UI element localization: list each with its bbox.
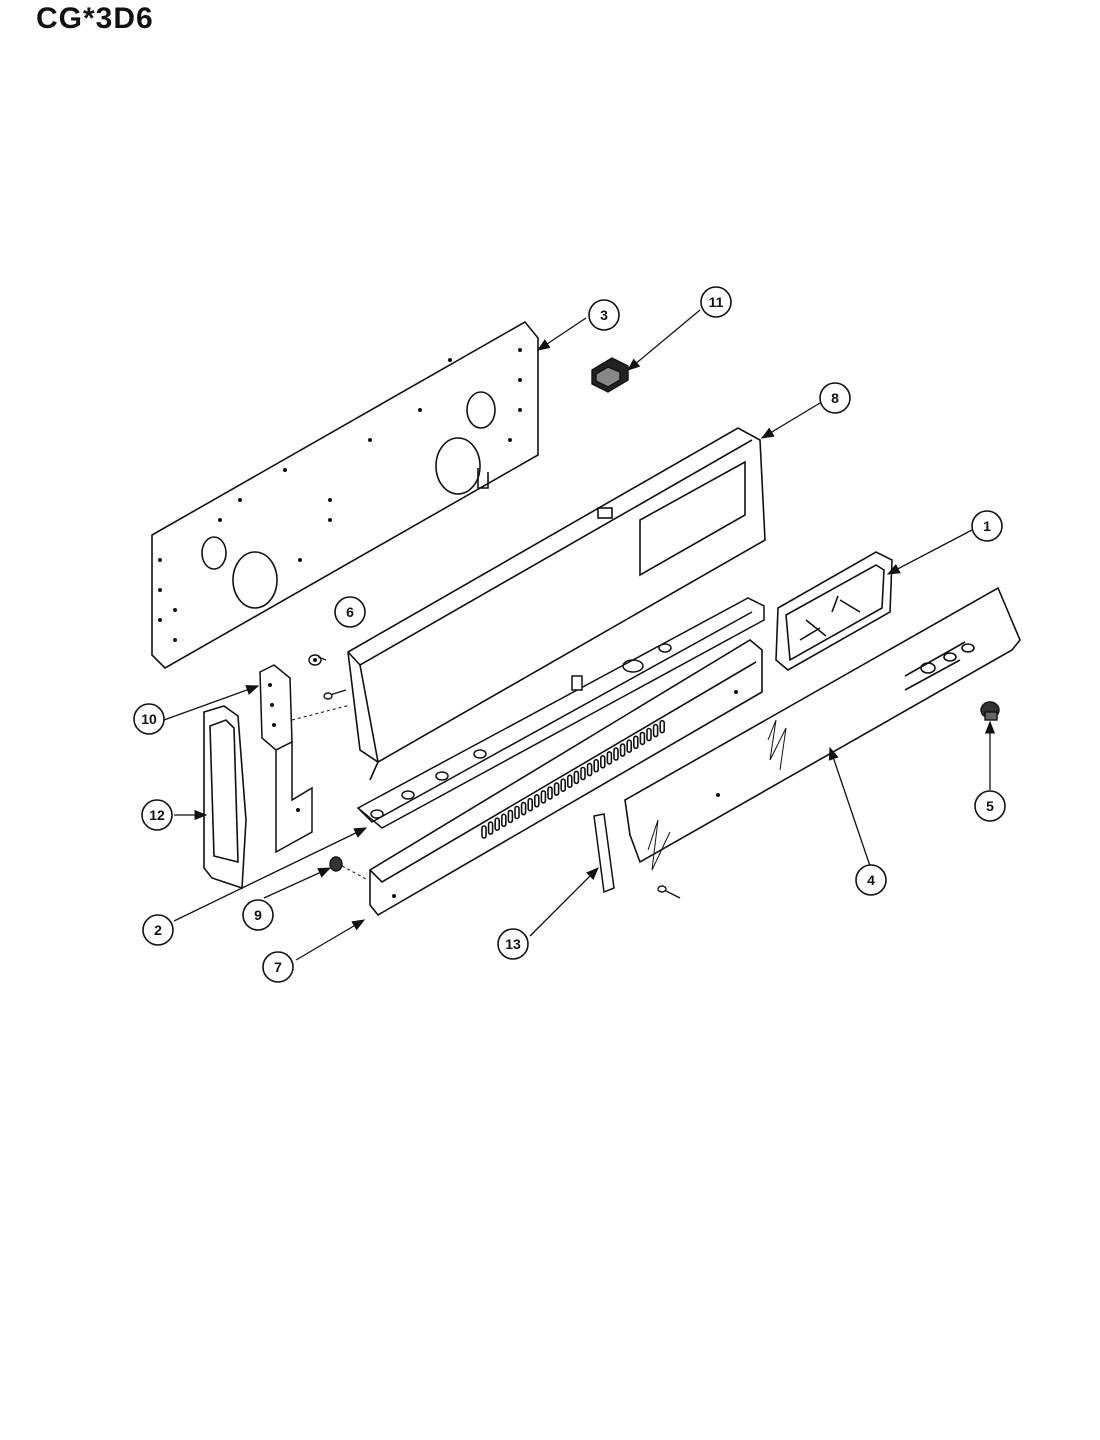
callout-label: 12 xyxy=(149,807,165,823)
vent-slot xyxy=(606,751,613,765)
vent-slot xyxy=(487,821,494,835)
vent-slot xyxy=(547,786,553,800)
callout-label: 6 xyxy=(346,604,354,620)
glass-panel-part xyxy=(624,586,1021,871)
callout-label: 7 xyxy=(274,959,282,975)
screws xyxy=(323,689,681,899)
side-bracket-part xyxy=(259,664,313,854)
vent-slot xyxy=(494,817,501,832)
vent-slot xyxy=(533,793,540,808)
vent-slot xyxy=(646,727,652,742)
callout-circle xyxy=(497,928,529,960)
vent-slot xyxy=(566,774,573,789)
control-board-part xyxy=(775,551,893,671)
vent-slot xyxy=(593,758,600,773)
callout-13: 13 xyxy=(497,928,529,960)
vent-slot xyxy=(613,747,619,761)
long-bracket-part xyxy=(356,597,765,829)
callout-circle xyxy=(334,596,366,628)
callout-9: 9 xyxy=(242,899,274,931)
knob-part xyxy=(980,701,1000,721)
callout-label: 9 xyxy=(254,907,262,923)
vent-slot xyxy=(639,731,646,746)
vent-slot xyxy=(560,778,567,793)
callout-circle xyxy=(242,899,274,931)
switch-part xyxy=(591,357,629,393)
alignment-lines xyxy=(291,704,369,881)
callout-11: 11 xyxy=(700,286,732,318)
callout-circle xyxy=(262,951,294,983)
end-cap-part xyxy=(203,705,247,890)
callout-circle xyxy=(588,299,620,331)
callout-7: 7 xyxy=(262,951,294,983)
vent-slot xyxy=(573,770,580,785)
callout-label: 13 xyxy=(505,936,521,952)
callout-12: 12 xyxy=(141,799,173,831)
callout-label: 8 xyxy=(831,390,839,406)
leader-lines xyxy=(163,309,996,961)
vent-slots xyxy=(481,719,666,839)
vent-slot xyxy=(481,825,487,839)
callout-label: 11 xyxy=(709,294,724,310)
callout-label: 10 xyxy=(141,711,157,727)
vent-slot xyxy=(527,797,534,812)
callout-circle xyxy=(133,703,165,735)
callout-3: 3 xyxy=(588,299,620,331)
vented-panel-part xyxy=(369,639,763,917)
callout-circle xyxy=(971,510,1003,542)
vent-slot xyxy=(659,719,666,734)
callout-1: 1 xyxy=(971,510,1003,542)
vent-slot xyxy=(553,782,560,796)
callout-circle xyxy=(700,286,732,318)
nut-part xyxy=(308,654,322,666)
callout-label: 3 xyxy=(600,307,608,323)
vent-slot xyxy=(580,766,586,781)
callout-circle xyxy=(141,799,173,831)
vent-slot xyxy=(507,809,514,824)
callout-label: 1 xyxy=(983,518,991,534)
callout-4: 4 xyxy=(855,864,887,896)
model-title: CG*3D6 xyxy=(36,2,154,35)
small-knob-part xyxy=(329,856,343,872)
vent-slot xyxy=(500,813,507,828)
callout-8: 8 xyxy=(819,382,851,414)
callout-label: 4 xyxy=(867,872,875,888)
vent-slot xyxy=(619,743,626,757)
callout-6: 6 xyxy=(334,596,366,628)
callout-5: 5 xyxy=(974,790,1006,822)
callout-circle xyxy=(855,864,887,896)
control-panel-frame-part xyxy=(347,427,766,781)
vent-slot xyxy=(626,739,633,754)
callout-2: 2 xyxy=(142,914,174,946)
back-panel-part xyxy=(151,320,539,669)
vent-slot xyxy=(599,754,606,769)
callout-10: 10 xyxy=(133,703,165,735)
callout-label: 5 xyxy=(986,798,994,814)
vent-slot xyxy=(586,762,593,777)
callout-circle xyxy=(974,790,1006,822)
vent-slot xyxy=(520,801,527,816)
vent-slot xyxy=(540,790,547,804)
vent-slot xyxy=(632,735,639,750)
callout-label: 2 xyxy=(154,922,162,938)
callout-circle xyxy=(142,914,174,946)
callout-circle xyxy=(819,382,851,414)
trim-strip-part xyxy=(593,813,615,894)
vent-slot xyxy=(652,723,659,738)
vent-slot xyxy=(514,805,520,820)
